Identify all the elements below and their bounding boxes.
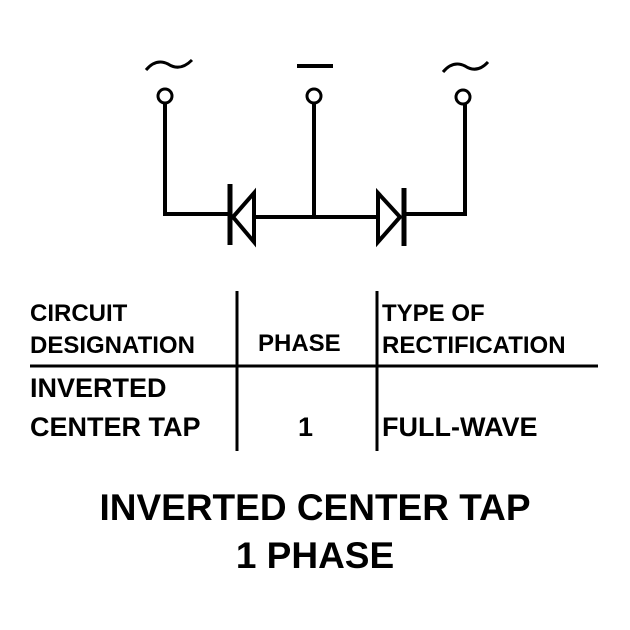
row-type: FULL-WAVE	[382, 412, 538, 442]
row-circuit-line1: INVERTED	[30, 373, 167, 403]
header-circuit-line1: CIRCUIT	[30, 300, 128, 327]
ac-tilde-left-icon	[144, 58, 194, 71]
title-line2: 1 PHASE	[235, 535, 395, 576]
terminal-left	[156, 87, 174, 105]
row-circuit-line2: CENTER TAP	[30, 412, 201, 442]
header-type-line1: TYPE OF	[382, 300, 485, 327]
ac-tilde-right-icon	[441, 60, 490, 73]
header-phase: PHASE	[258, 330, 341, 357]
terminal-right	[454, 88, 472, 106]
wire-left	[163, 103, 230, 216]
terminal-center	[305, 87, 323, 105]
row-phase: 1	[298, 412, 314, 442]
diode-right	[376, 187, 407, 248]
diode-left	[227, 184, 256, 248]
wire-right	[404, 104, 467, 216]
header-type-line2: RECTIFICATION	[382, 332, 566, 359]
header-circuit-line2: DESIGNATION	[30, 332, 195, 359]
title-line1: INVERTED CENTER TAP	[99, 487, 531, 528]
table-lines	[30, 291, 598, 451]
